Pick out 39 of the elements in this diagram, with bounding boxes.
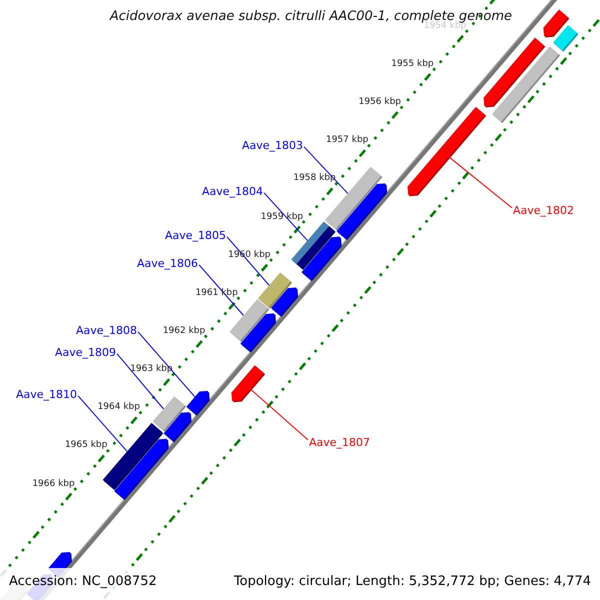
gene-block [270,288,298,317]
gene-label: Aave_1804 [202,185,264,198]
scale-label: 1963 kbp [130,364,173,374]
scale-label: 1955 kbp [391,58,434,69]
scale-label: 1962 kbp [162,326,206,336]
gene-label: Aave_1803 [242,139,304,152]
gene-block [301,236,342,282]
gene-label: Aave_1809 [55,346,116,359]
gene-label: Aave_1805 [165,229,226,242]
gene-block [336,183,388,240]
gene-bar [492,46,560,124]
gene-block [231,365,266,402]
scale-label: 1965 kbp [64,440,108,450]
leader-line [448,156,512,208]
scale-label: 1956 kbp [358,97,402,108]
gene-label: Aave_1802 [513,204,574,217]
gene-bar [553,25,578,52]
gene-label: Aave_1807 [309,436,370,449]
gene-label: Aave_1806 [137,257,198,270]
gene-label: Aave_1808 [76,324,138,337]
gene-label: Aave_1810 [16,388,78,401]
scale-label: 1959 kbp [260,212,304,222]
gene-block [114,438,169,500]
leader-line [78,395,128,452]
leader-line [250,388,308,440]
gene-block [164,412,192,442]
leader-line [264,192,308,242]
gene-block [240,313,276,353]
scale-label: 1966 kbp [32,478,75,489]
scale-label: 1964 kbp [98,402,140,412]
leader-line [304,146,348,194]
leader-line [198,264,244,316]
footer-text: Topology: circular; Length: 5,352,772 bp; Genes: 4,774 [234,574,591,589]
gene-block [186,390,210,416]
scale-label: 1957 kbp [326,135,368,146]
leader-line [226,236,270,286]
leader-line [138,331,196,398]
leader-line [116,353,164,410]
gene-block [408,106,486,196]
